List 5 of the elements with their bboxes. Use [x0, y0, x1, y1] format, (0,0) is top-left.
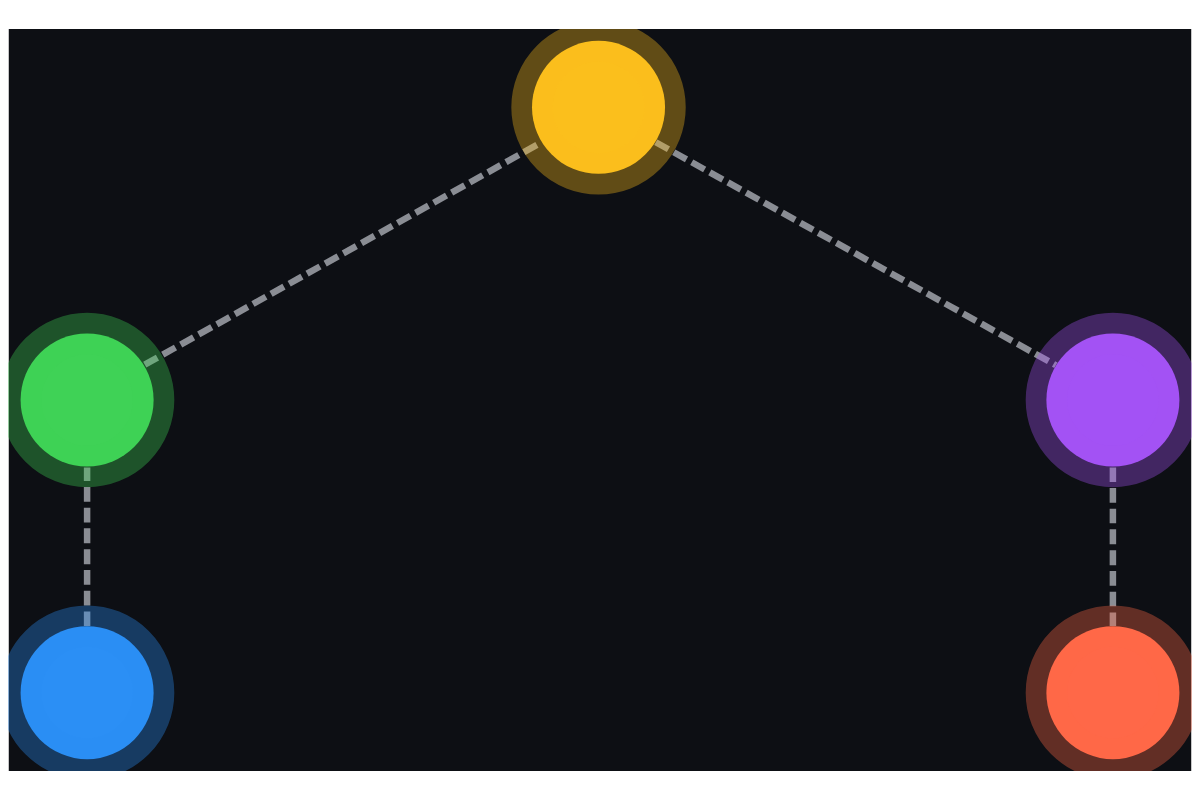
node-circle [1025, 312, 1192, 488]
node-circle [8, 312, 175, 488]
node-circle [1025, 605, 1192, 771]
node-circle [8, 605, 175, 771]
node-circle [511, 29, 686, 195]
